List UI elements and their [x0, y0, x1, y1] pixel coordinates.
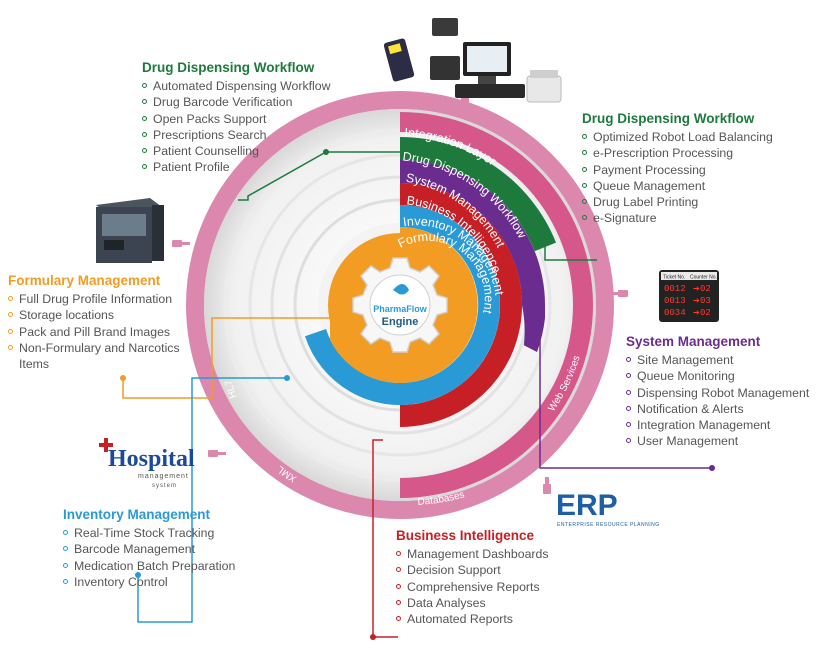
list-item: Non-Formulary and Narcotics Items	[8, 340, 208, 373]
panel-dispensing-left: Drug Dispensing Workflow Automated Dispe…	[142, 60, 372, 176]
hospital-logo: Hospital management system	[99, 438, 195, 489]
hospital-logo-line2: system	[152, 483, 177, 489]
list-item: e-Signature	[582, 210, 822, 226]
svg-text:➔: ➔	[693, 284, 700, 293]
list-item: Automated Reports	[396, 611, 626, 627]
panel-title: Drug Dispensing Workflow	[142, 60, 315, 75]
outer-band	[186, 91, 614, 519]
ticket-row: 03	[700, 296, 711, 306]
panel-formulary: Formulary Management Full Drug Profile I…	[8, 273, 208, 372]
panel-title: Drug Dispensing Workflow	[582, 111, 755, 126]
connector-inventory	[137, 377, 287, 623]
list-item: Automated Dispensing Workflow	[142, 78, 372, 94]
dispensing-robot-illustration	[96, 198, 164, 263]
list-item: Optimized Robot Load Balancing	[582, 129, 822, 145]
list-item: Patient Counselling	[142, 143, 372, 159]
list-item: Open Packs Support	[142, 111, 372, 127]
panel-business: Business Intelligence Management Dashboa…	[396, 528, 626, 627]
list-item: User Management	[626, 433, 826, 449]
connector-dispensing-right	[544, 232, 597, 261]
connector-system	[539, 318, 712, 469]
pos-hardware-illustration	[383, 18, 562, 103]
list-item: Queue Monitoring	[626, 368, 826, 384]
list-item: Notification & Alerts	[626, 401, 826, 417]
panel-dispensing-right: Drug Dispensing Workflow Optimized Robot…	[582, 111, 822, 227]
list-item: Real-Time Stock Tracking	[63, 525, 293, 541]
list-item: Barcode Management	[63, 541, 293, 557]
panel-title: System Management	[626, 334, 761, 349]
list-item: Payment Processing	[582, 162, 822, 178]
svg-text:➔: ➔	[693, 296, 700, 305]
list-item: Queue Management	[582, 178, 822, 194]
list-item: Drug Label Printing	[582, 194, 822, 210]
system-ring-arc	[400, 160, 545, 352]
pharmaflow-engine: PharmaFlow Engine	[352, 257, 448, 353]
list-item: Full Drug Profile Information	[8, 291, 208, 307]
ticket-row: 02	[700, 284, 711, 294]
panel-inventory: Inventory Management Real-Time Stock Tra…	[63, 507, 293, 590]
list-item: Drug Barcode Verification	[142, 94, 372, 110]
list-item: Data Analyses	[396, 595, 626, 611]
connector-dispensing-left	[238, 151, 400, 201]
list-item: Pack and Pill Brand Images	[8, 324, 208, 340]
panel-title: Formulary Management	[8, 273, 161, 288]
list-item: Dispensing Robot Management	[626, 385, 826, 401]
svg-text:➔: ➔	[693, 308, 700, 317]
connector-business	[372, 439, 398, 638]
erp-logo-word: ERP	[556, 489, 618, 522]
integration-ring-arc	[400, 112, 593, 498]
ticket-row: 0012	[664, 284, 686, 294]
list-item: Inventory Control	[63, 574, 293, 590]
list-item: Comprehensive Reports	[396, 579, 626, 595]
list-item: Medication Batch Preparation	[63, 558, 293, 574]
ticket-header-counter: Counter No.	[690, 275, 717, 281]
list-item: Storage locations	[8, 307, 208, 323]
business-ring-arc	[400, 183, 523, 427]
ticket-header-ticket: Ticket No.	[663, 275, 685, 281]
dispensing-ring-arc	[400, 137, 556, 252]
list-item: Integration Management	[626, 417, 826, 433]
erp-logo-tagline: ENTERPRISE RESOURCE PLANNING	[557, 522, 660, 528]
list-item: Prescriptions Search	[142, 127, 372, 143]
plug-icon	[172, 95, 628, 494]
hospital-logo-word: Hospital	[108, 446, 195, 472]
engine-brand: PharmaFlow	[373, 304, 428, 314]
panel-system: System Management Site Management Queue …	[626, 334, 826, 450]
list-item: Patient Profile	[142, 159, 372, 175]
list-item: Management Dashboards	[396, 546, 626, 562]
panel-title: Business Intelligence	[396, 528, 535, 543]
ticket-row: 0013	[664, 296, 686, 306]
connector-formulary	[122, 317, 342, 399]
hospital-logo-line1: management	[138, 473, 189, 480]
panel-title: Inventory Management	[63, 507, 211, 522]
list-item: Site Management	[626, 352, 826, 368]
engine-label: Engine	[382, 316, 419, 328]
ticket-row: 02	[700, 308, 711, 318]
queue-ticket-display: Ticket No. Counter No. 0012 02 0013 03 0…	[659, 270, 719, 322]
list-item: Decision Support	[396, 562, 626, 578]
list-item: e-Prescription Processing	[582, 145, 822, 161]
ticket-row: 0034	[664, 308, 686, 318]
erp-logo: ERP ENTERPRISE RESOURCE PLANNING	[556, 489, 660, 528]
